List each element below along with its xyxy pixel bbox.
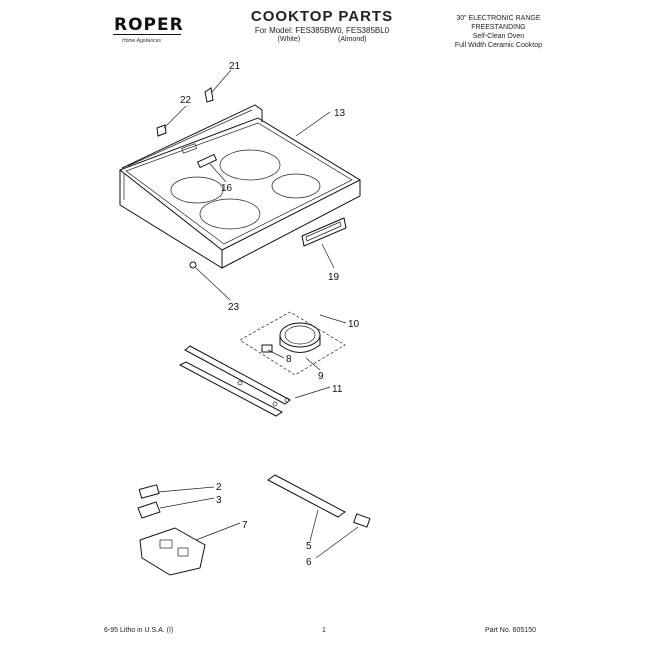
bracket-part-11 <box>178 345 291 417</box>
terminal-part-8 <box>261 344 273 353</box>
desc-line: Full Width Ceramic Cooktop <box>454 42 542 49</box>
callout-13: 13 <box>334 108 346 119</box>
part-number: Part No. 605150 <box>485 627 536 634</box>
color-white-label: (White) <box>277 36 301 43</box>
desc-line: 30" ELECTRONIC RANGE <box>456 15 541 22</box>
callout-3: 3 <box>216 495 222 506</box>
badge-part-16 <box>196 153 218 169</box>
switch-part-2 <box>138 484 160 499</box>
cap-part-6 <box>353 513 371 528</box>
color-labels: (White) (Almond) <box>222 36 422 43</box>
model-line: For Model: FES385BW0, FES385BL0 <box>254 26 390 35</box>
screw-part-23 <box>189 261 197 269</box>
callout-7: 7 <box>242 520 248 531</box>
leader-lines <box>157 69 359 559</box>
callout-5: 5 <box>306 541 312 552</box>
insulator-part-3 <box>137 501 161 519</box>
callout-23: 23 <box>228 302 240 313</box>
callout-6: 6 <box>306 557 312 568</box>
clip-part-22 <box>156 124 167 137</box>
color-almond-label: (Almond) <box>338 36 367 43</box>
callout-9: 9 <box>318 371 324 382</box>
rod-part-5 <box>267 474 346 518</box>
desc-line: Self-Clean Oven <box>472 33 525 40</box>
nameplate-part-19 <box>301 217 347 247</box>
desc-line: FREESTANDING <box>471 24 526 31</box>
logo-underline <box>113 34 181 35</box>
callout-21: 21 <box>229 61 241 72</box>
control-part-7 <box>139 527 206 576</box>
page-title: COOKTOP PARTS <box>250 8 394 25</box>
cooktop-glass-part <box>118 104 362 269</box>
page-number: 1 <box>322 627 326 634</box>
clip-part-21 <box>204 87 214 103</box>
callout-16: 16 <box>221 183 233 194</box>
callout-11: 11 <box>332 384 343 395</box>
brand-subtitle: Home Appliances <box>122 38 162 44</box>
callout-19: 19 <box>328 272 340 283</box>
range-description: 30" ELECTRONIC RANGE FREESTANDING Self-C… <box>455 14 542 50</box>
callout-2: 2 <box>216 482 222 493</box>
litho-note: 6-95 Litho in U.S.A. (I) <box>104 627 174 634</box>
brand-logo: ROPER <box>114 15 184 35</box>
callout-8: 8 <box>286 354 292 365</box>
callout-labels: 21 22 13 16 19 23 10 8 9 11 2 3 7 5 6 <box>180 61 360 568</box>
callout-22: 22 <box>180 95 192 106</box>
callout-10: 10 <box>348 319 360 330</box>
heating-element-part-10 <box>239 311 346 376</box>
